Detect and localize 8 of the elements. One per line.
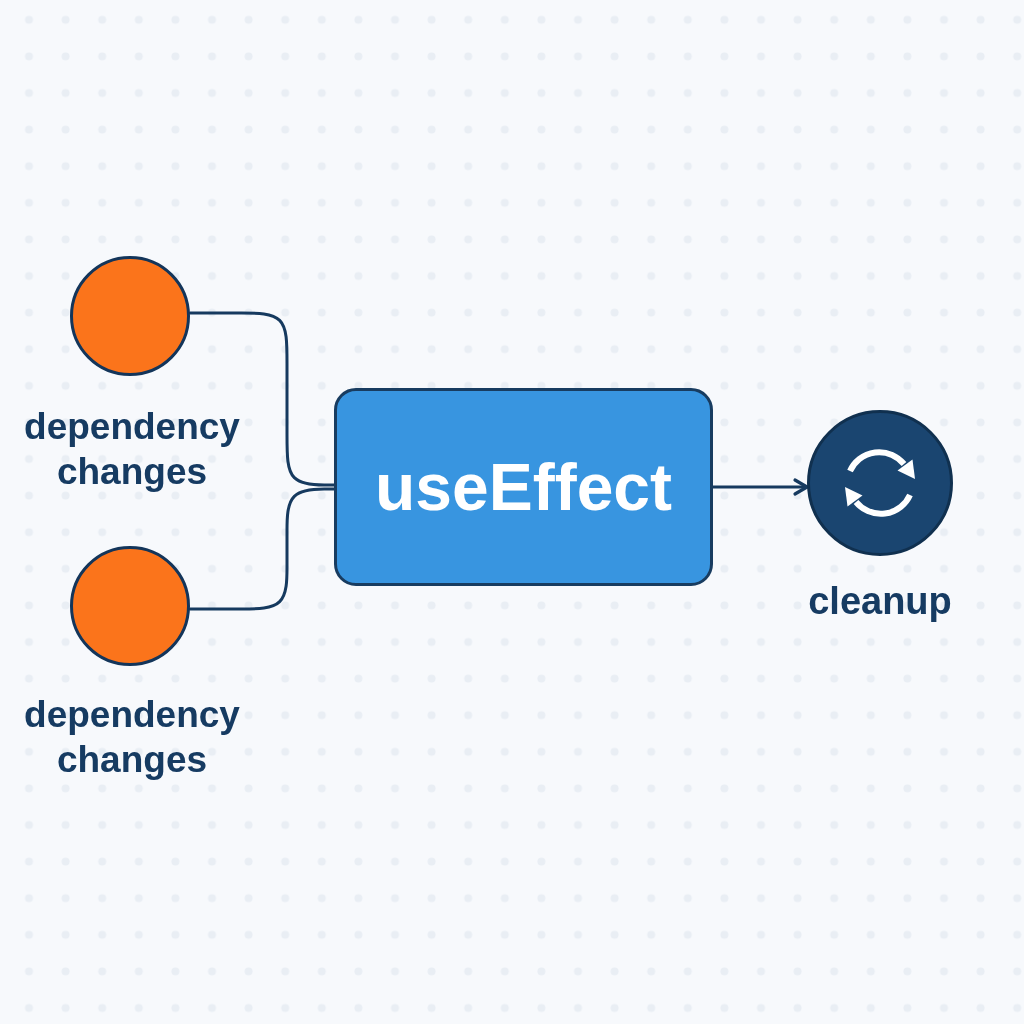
node-caption: dependency changes (23, 405, 241, 494)
arrow (711, 478, 809, 496)
connector-line (188, 487, 336, 611)
node-label: useEffect (374, 450, 673, 524)
node-caption: cleanup (807, 579, 953, 623)
node-caption: dependency changes (23, 693, 241, 782)
process-box (334, 388, 713, 586)
connector-line (188, 311, 336, 487)
